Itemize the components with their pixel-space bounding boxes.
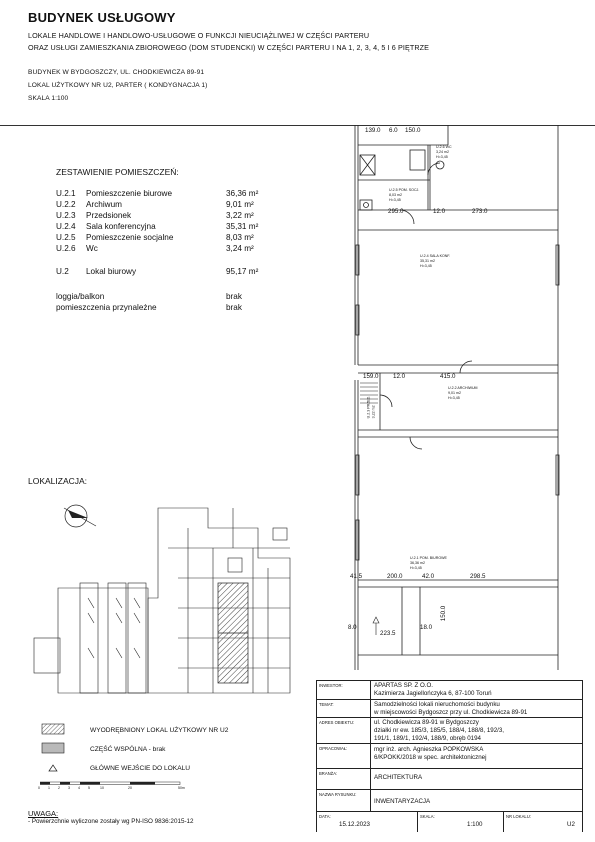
sheet-frame bbox=[0, 125, 595, 831]
room-area: 8,03 m² bbox=[226, 233, 254, 242]
title-block-row: BRANŻA: ARCHITEKTURA bbox=[317, 768, 582, 790]
title-block-row: NAZWA RYSUNKU: INWENTARYZACJA bbox=[317, 789, 582, 812]
north-arrow-icon bbox=[63, 504, 97, 528]
investor-value: APARTAS SP. Z O.O. Kazimierza Jagiellońc… bbox=[374, 682, 492, 697]
legend-label: CZĘŚĆ WSPÓLNA - brak bbox=[90, 746, 166, 753]
dimension-label: 18.0 bbox=[420, 624, 433, 631]
dimension-label: 159.0 bbox=[363, 373, 379, 380]
main-entrance-icon bbox=[372, 616, 380, 624]
extra-value: brak bbox=[226, 292, 242, 301]
room-code: U.2.4 bbox=[56, 222, 76, 231]
room-code: U.2.3 bbox=[56, 211, 76, 220]
building-address: BUDYNEK W BYDGOSZCZY, UL. CHODKIEWICZA 8… bbox=[28, 69, 205, 76]
room-name: Pomieszczenie biurowe bbox=[86, 189, 173, 198]
extra-name: loggia/balkon bbox=[56, 292, 105, 301]
room-area: 3,24 m² bbox=[226, 244, 254, 253]
common-area-swatch bbox=[41, 742, 65, 754]
subject-value: Samodzielności lokali nieruchomości budy… bbox=[374, 701, 528, 716]
dimension-label: 12.0 bbox=[433, 208, 446, 215]
header-subtitle-2: ORAZ USŁUGI ZAMIESZKANIA ZBIOROWEGO (DOM… bbox=[28, 43, 430, 52]
room-name: Archiwum bbox=[86, 200, 122, 209]
site-plan-drawing bbox=[33, 504, 291, 694]
unit-name: Lokal biurowy bbox=[86, 267, 137, 276]
dimension-label: 273.0 bbox=[472, 208, 488, 215]
room-area: 35,31 m² bbox=[226, 222, 259, 231]
dimension-label: 415.0 bbox=[440, 373, 456, 380]
notes-title: UWAGA: bbox=[28, 809, 59, 818]
unit-number-value: U2 bbox=[567, 821, 575, 828]
room-area: 3,22 m² bbox=[226, 211, 254, 220]
drawing-scale: SKALA 1:100 bbox=[28, 95, 69, 102]
scale-ticks: 0 1 2 3 4 5 10 20 50m bbox=[38, 786, 185, 790]
dimension-label: 12.0 bbox=[393, 373, 406, 380]
dimension-label: 150.0 bbox=[440, 605, 448, 622]
title-block-row: OPRACOWAŁ: mgr inż. arch. Agnieszka POPK… bbox=[317, 743, 582, 769]
document-title: BUDYNEK USŁUGOWY bbox=[28, 10, 176, 25]
private-unit-swatch bbox=[41, 723, 65, 735]
room-name: Pomieszczenie socjalne bbox=[86, 233, 174, 242]
unit-code: U.2 bbox=[56, 267, 69, 276]
dimension-label: 298.5 bbox=[470, 573, 486, 580]
dimension-label: 150.0 bbox=[405, 127, 421, 134]
title-block-row: ADRES OBIEKTU: ul. Chodkiewicza 89-91 w … bbox=[317, 717, 582, 744]
legend-label: WYODRĘBNIONY LOKAL UŻYTKOWY NR U2 bbox=[90, 727, 229, 734]
legend-label: GŁÓWNE WEJŚCIE DO LOKALU bbox=[90, 765, 191, 772]
room-name: Sala konferencyjna bbox=[86, 222, 156, 231]
room-area: 36,36 m² bbox=[226, 189, 259, 198]
schedule-title: ZESTAWIENIE POMIESZCZEŃ: bbox=[56, 167, 179, 177]
dimension-label: 223.5 bbox=[380, 630, 396, 637]
dimension-label: 139.0 bbox=[365, 127, 381, 134]
title-block-bottom-row: DATA: 15.12.2023 SKALA: 1:100 NR LOKALU:… bbox=[317, 811, 582, 832]
unit-description: LOKAL UŻYTKOWY NR U2, PARTER ( KONDYGNAC… bbox=[28, 82, 208, 89]
room-code: U.2.1 bbox=[56, 189, 76, 198]
dimension-label: 6.0 bbox=[389, 127, 398, 134]
entrance-triangle-icon bbox=[48, 764, 58, 772]
room-area: 9,01 m² bbox=[226, 200, 254, 209]
title-block-row: TEMAT: Samodzielności lokali nieruchomoś… bbox=[317, 699, 582, 718]
dimension-label: 295.0 bbox=[388, 208, 404, 215]
discipline-value: ARCHITEKTURA bbox=[374, 774, 423, 781]
title-block: INWESTOR: APARTAS SP. Z O.O. Kazimierza … bbox=[316, 680, 583, 832]
scale-value: 1:100 bbox=[467, 821, 483, 828]
unit-total-area: 95,17 m² bbox=[226, 267, 259, 276]
room-code: U.2.6 bbox=[56, 244, 76, 253]
room-label-biurowe: U.2.1 POM. BIUROWE 36,36 m2 H=3,45 bbox=[410, 556, 447, 570]
author-value: mgr inż. arch. Agnieszka POPKOWSKA 6/KPO… bbox=[374, 746, 487, 761]
dimension-label: 8.0 bbox=[348, 624, 357, 631]
address-value: ul. Chodkiewicza 89-91 w Bydgoszczy dzia… bbox=[374, 719, 505, 742]
room-name: Wc bbox=[86, 244, 98, 253]
notes-text: - Powierzchnie wyliczone zostały wg PN-I… bbox=[28, 818, 194, 825]
room-label-wc: U.2.6 WC 3,24 m2 H=3,45 bbox=[436, 145, 452, 159]
title-block-row: INWESTOR: APARTAS SP. Z O.O. Kazimierza … bbox=[319, 682, 492, 697]
room-label-socjalne: U.2.5 POM. SOCJ. 8,03 m2 H=3,45 bbox=[389, 188, 420, 202]
room-label-przedsionek: U.2.3 PRZED. 3,22 m2 bbox=[366, 395, 376, 419]
drawing-name-value: INWENTARYZACJA bbox=[374, 798, 431, 805]
room-code: U.2.5 bbox=[56, 233, 76, 242]
scale-bar bbox=[40, 781, 181, 785]
header-subtitle-1: LOKALE HANDLOWE I HANDLOWO-USŁUGOWE O FU… bbox=[28, 31, 370, 40]
dimension-label: 41.5 bbox=[350, 573, 363, 580]
extra-value: brak bbox=[226, 303, 242, 312]
floor-plan-drawing bbox=[354, 125, 560, 670]
dimension-label: 42.0 bbox=[422, 573, 435, 580]
date-value: 15.12.2023 bbox=[339, 821, 370, 828]
extra-name: pomieszczenia przynależne bbox=[56, 303, 157, 312]
room-name: Przedsionek bbox=[86, 211, 132, 220]
room-label-archiwum: U.2.2 ARCHIWUM 9,01 m2 H=3,45 bbox=[448, 386, 478, 400]
room-label-sala: U.2.4 SALA KONF. 35,31 m2 H=3,45 bbox=[420, 254, 451, 268]
dimension-label: 200.0 bbox=[387, 573, 403, 580]
legend-swatches bbox=[41, 723, 65, 772]
localization-title: LOKALIZACJA: bbox=[28, 476, 88, 486]
room-code: U.2.2 bbox=[56, 200, 76, 209]
